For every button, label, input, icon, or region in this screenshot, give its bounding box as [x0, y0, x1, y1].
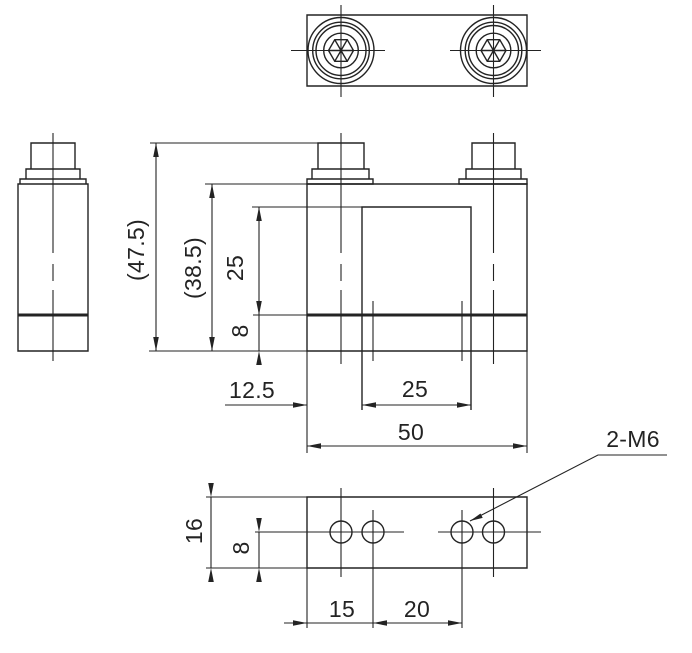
front-screw-left — [306, 142, 374, 185]
bottom-view-centerlines — [255, 488, 541, 628]
screw-head-top-right — [459, 16, 528, 85]
hex-socket-icon — [327, 38, 355, 63]
dim-depth: 16 — [181, 518, 207, 544]
callout-leader-line — [469, 454, 667, 522]
top-view — [291, 5, 541, 97]
top-view-outline — [306, 14, 528, 87]
front-screw-centerlines — [340, 133, 495, 364]
dim-hole-pitch-left: 15 — [329, 596, 355, 622]
screw-ring — [323, 32, 360, 69]
dim-slot-height: 25 — [222, 255, 248, 281]
screw-ring — [475, 32, 512, 69]
front-hole-centerlines — [372, 301, 463, 361]
front-slot-cutout — [361, 206, 472, 410]
front-dimension-lines — [155, 143, 527, 447]
dim-base-height: 8 — [227, 324, 253, 337]
screw-ring — [312, 21, 371, 80]
dim-slot-width: 25 — [402, 376, 428, 402]
callout-label: 2-M6 — [606, 426, 660, 452]
dim-body-height: (38.5) — [180, 237, 206, 299]
bottom-extension-lines — [206, 496, 308, 628]
bottom-dimensions: 16 8 15 20 — [181, 483, 462, 628]
front-screw-right — [458, 142, 528, 185]
screw-ring — [315, 24, 367, 77]
callout-leader-arrow — [470, 513, 483, 521]
dim-slot-offset: 12.5 — [229, 377, 275, 403]
front-view — [306, 133, 528, 410]
dim-overall-height: (47.5) — [123, 219, 149, 281]
dim-hole-pitch-center: 20 — [404, 596, 430, 622]
thread-callout: 2-M6 — [469, 426, 667, 522]
front-dimensions: (47.5) (38.5) 25 8 12.5 25 50 — [123, 142, 528, 453]
screw-head-top-left — [307, 16, 375, 85]
dim-overall-width: 50 — [398, 419, 424, 445]
bottom-view-outline — [306, 496, 528, 569]
hex-socket-icon — [480, 38, 507, 63]
dim-hole-row-offset: 8 — [228, 541, 254, 554]
side-view — [17, 133, 89, 361]
side-view-outline — [17, 142, 89, 352]
screw-ring — [459, 16, 528, 85]
screw-ring — [467, 24, 520, 77]
screw-ring — [307, 16, 375, 85]
bottom-view — [255, 488, 541, 628]
front-extension-lines — [149, 142, 528, 453]
screw-ring — [464, 21, 523, 80]
